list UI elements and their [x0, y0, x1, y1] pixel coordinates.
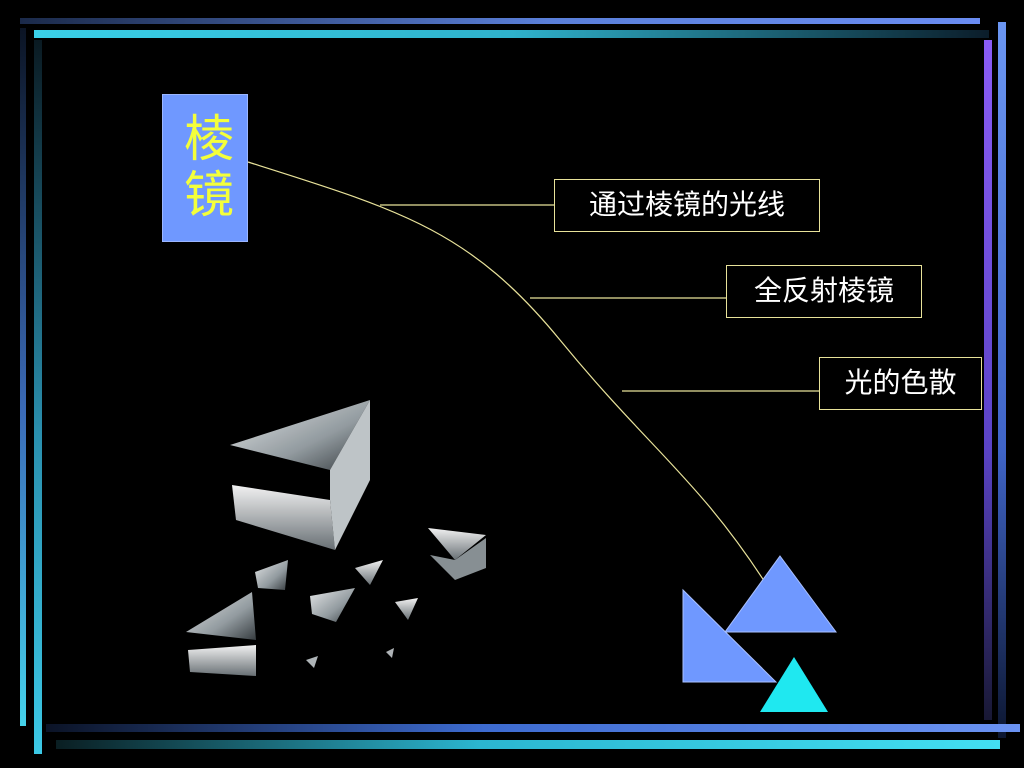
frame-bar-bottom-outer: [56, 740, 1000, 749]
frame-bar-left-outer: [20, 28, 26, 726]
connector-curve: [247, 161, 771, 591]
slide-title: 棱镜: [176, 112, 234, 224]
frame-bar-right-inner: [984, 40, 992, 720]
triangle-blue-left: [682, 588, 778, 683]
triangle-blue-upper: [724, 555, 837, 633]
frame-bar-top-outer: [20, 18, 980, 24]
frame-bar-left-inner: [34, 40, 42, 754]
topic-label-light-through-prism[interactable]: 通过棱镜的光线: [554, 179, 820, 232]
prisms-image: [186, 400, 486, 676]
frame-bar-right-outer: [998, 22, 1006, 738]
triangle-cyan: [760, 657, 828, 712]
topic-label-total-reflection-prism[interactable]: 全反射棱镜: [726, 265, 922, 318]
frame-bar-top-inner: [34, 30, 989, 38]
title-box: 棱镜: [162, 94, 248, 242]
topic-label-dispersion-of-light[interactable]: 光的色散: [819, 357, 982, 410]
frame-bar-bottom-inner: [46, 724, 1020, 732]
